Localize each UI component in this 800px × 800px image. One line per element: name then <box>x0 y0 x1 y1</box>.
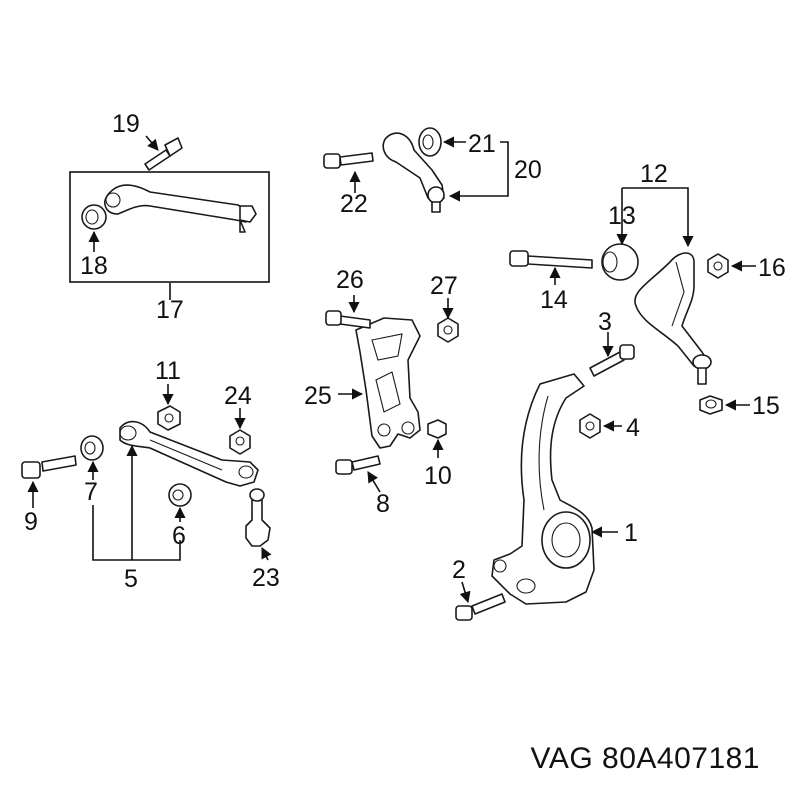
nut-16 <box>707 253 729 279</box>
bolt-22 <box>323 152 374 169</box>
upper-arm-20 <box>382 132 445 213</box>
callout-2: 2 <box>452 556 466 584</box>
nut-27 <box>437 317 459 343</box>
bolt-9 <box>21 455 77 479</box>
callout-7: 7 <box>84 478 98 506</box>
callout-13: 13 <box>608 202 636 230</box>
bolt-3 <box>589 344 635 377</box>
bolt-14 <box>509 250 593 269</box>
bushing-18 <box>81 204 107 230</box>
nut-4 <box>579 413 601 439</box>
callout-25: 25 <box>304 382 332 410</box>
bolt-19 <box>144 137 183 171</box>
callout-1: 1 <box>624 519 638 547</box>
callout-17: 17 <box>156 296 184 324</box>
callout-22: 22 <box>340 190 368 218</box>
bushing-21 <box>418 127 442 157</box>
bolt-2 <box>455 593 506 621</box>
callout-14: 14 <box>540 286 568 314</box>
callout-labels: 1 2 3 4 5 6 7 8 9 10 11 12 13 14 15 16 1… <box>24 110 786 593</box>
bracket-25 <box>355 317 421 449</box>
upper-control-arm-17 <box>104 184 257 233</box>
callout-27: 27 <box>430 272 458 300</box>
callout-16: 16 <box>758 254 786 282</box>
callout-20: 20 <box>514 156 542 184</box>
callout-6: 6 <box>172 522 186 550</box>
upper-arm-12 <box>634 252 712 385</box>
nut-10 <box>427 419 447 439</box>
part-17-box <box>69 171 270 283</box>
steering-knuckle-1 <box>491 373 595 605</box>
callout-15: 15 <box>752 392 780 420</box>
callout-26: 26 <box>336 266 364 294</box>
lower-control-arm-5 <box>119 420 259 487</box>
callout-4: 4 <box>626 414 640 442</box>
nut-15 <box>699 395 723 415</box>
bushing-6 <box>168 483 192 507</box>
leader-lines <box>27 135 756 604</box>
callout-19: 19 <box>112 110 140 138</box>
bushing-13 <box>601 243 639 281</box>
callout-10: 10 <box>424 462 452 490</box>
bolt-8 <box>335 455 381 475</box>
nut-11 <box>157 405 181 431</box>
callout-23: 23 <box>252 564 280 592</box>
callout-21: 21 <box>468 130 496 158</box>
callout-11: 11 <box>155 357 181 385</box>
callout-3: 3 <box>598 308 612 336</box>
ball-joint-23 <box>245 488 271 547</box>
callout-12: 12 <box>640 160 668 188</box>
nut-24 <box>229 429 251 455</box>
part-number-caption: VAG 80A407181 <box>530 742 760 775</box>
callout-9: 9 <box>24 508 38 536</box>
callout-8: 8 <box>376 490 390 518</box>
bushing-7 <box>80 435 104 461</box>
callout-18: 18 <box>80 252 108 280</box>
bolt-26 <box>325 310 371 329</box>
callout-24: 24 <box>224 382 252 410</box>
callout-5: 5 <box>124 565 138 593</box>
